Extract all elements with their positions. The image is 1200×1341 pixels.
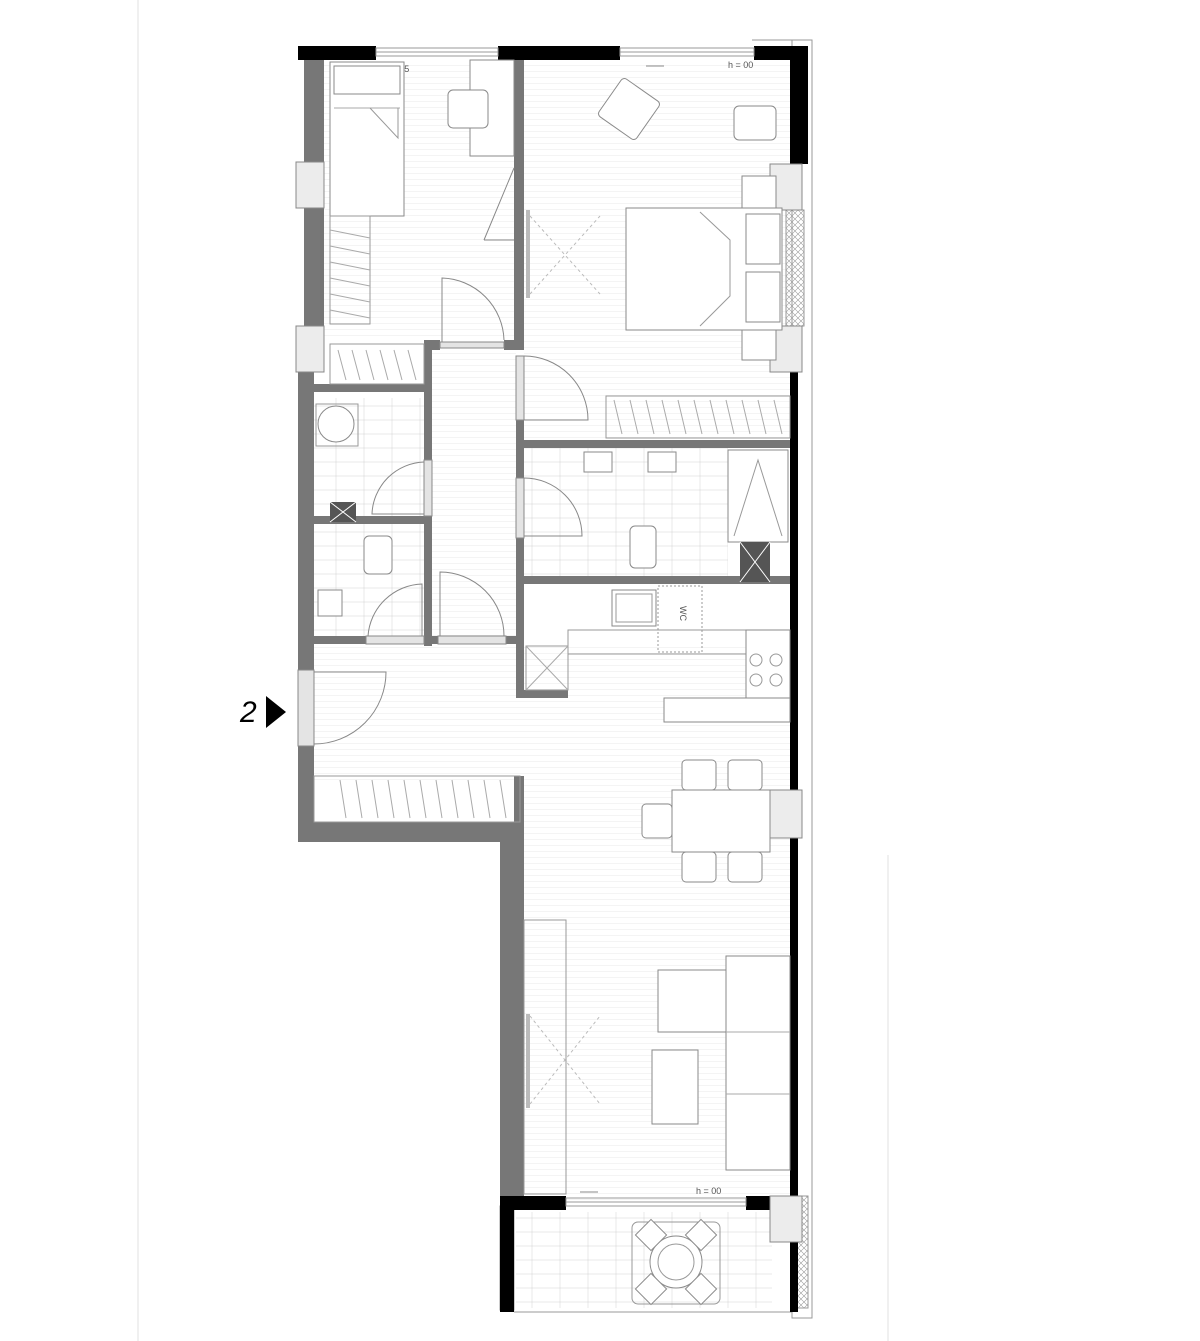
section-arrow-icon (266, 696, 286, 728)
entry-wardrobe (313, 775, 521, 823)
kitchen-fixtures (525, 585, 791, 723)
structural-columns (295, 161, 803, 1243)
exterior-walls (298, 46, 808, 1312)
interior-walls (298, 60, 790, 1196)
window-label-living: h = 00 (696, 1186, 721, 1196)
bathroom-fixtures (583, 449, 789, 583)
balcony-table (631, 1218, 721, 1306)
bedroom-2-furniture (329, 59, 515, 385)
section-marker-label: 2 (239, 696, 257, 729)
living-furniture (523, 919, 791, 1195)
wc-and-laundry-fixtures (315, 403, 393, 617)
dining-table (641, 759, 771, 883)
section-marker: 2 (239, 696, 286, 729)
bedroom-1-furniture (526, 78, 791, 439)
wc-label: WC (678, 606, 688, 621)
window-label-bedroom1: h = 00 (728, 60, 753, 70)
windows (375, 47, 755, 1207)
doors (297, 167, 589, 747)
